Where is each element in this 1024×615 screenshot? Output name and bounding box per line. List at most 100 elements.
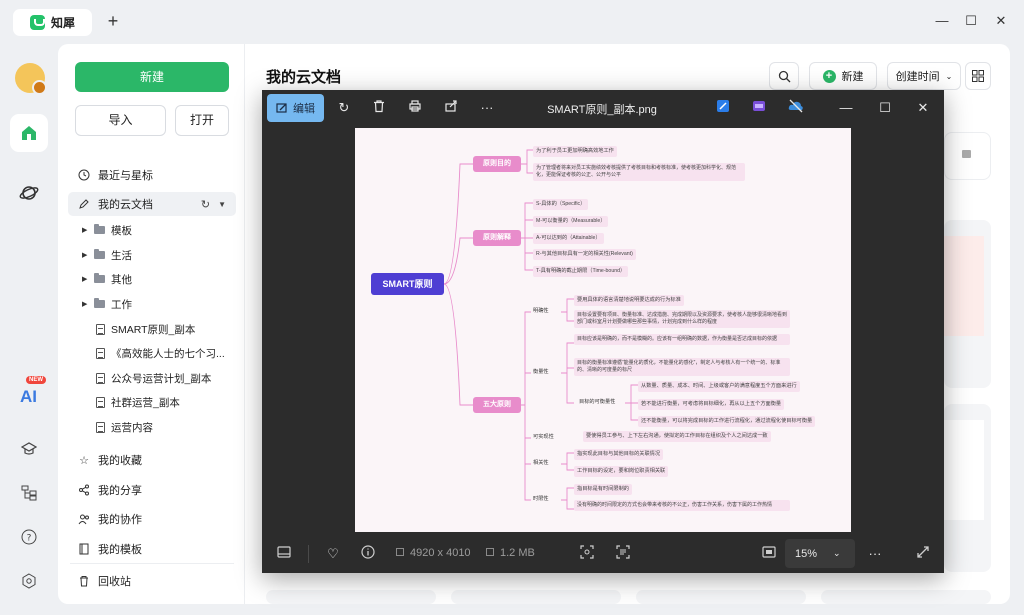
mindmap-leaf-node[interactable]: 目标应该是明确的，而不是模糊的。应该有一组明确的数据，作为衡量是否达成目标的依据 xyxy=(574,334,790,345)
nav-trash[interactable]: 回收站 xyxy=(68,569,236,593)
doc-card[interactable] xyxy=(944,132,991,180)
filmstrip-icon[interactable] xyxy=(275,545,293,563)
file-item[interactable]: 运营内容 xyxy=(96,416,246,438)
file-label: 运营内容 xyxy=(111,421,153,434)
mindmap-leaf-node[interactable]: M-可以衡量的（Measurable） xyxy=(533,216,609,227)
file-item[interactable]: 社群运营_副本 xyxy=(96,391,246,413)
mindmap-leaf-node[interactable]: 为了利于员工更加明确高效地工作 xyxy=(533,146,617,157)
nav-recent[interactable]: 最近与星标 xyxy=(68,163,236,187)
nav-templates[interactable]: 我的模板 xyxy=(68,537,236,561)
mindmap-leaf-node[interactable]: 要用具体的语言清楚地说明要达成的行为标准 xyxy=(574,295,684,306)
mindmap-leaf-node[interactable]: 没有明确的时间限定的方式也会带来考核的不公正，伤害工作关系，伤害下属的工作热情 xyxy=(574,500,790,511)
mindmap-branch-node[interactable]: 五大原则 xyxy=(473,397,521,413)
crop-icon[interactable] xyxy=(578,545,596,563)
sort-dropdown[interactable]: 创建时间 ⌄ xyxy=(887,62,961,90)
folder-item[interactable]: ▶工作 xyxy=(82,293,232,315)
file-item[interactable]: 《高效能人士的七个习... xyxy=(96,342,246,364)
mindmap-sub-node[interactable]: 明确性 xyxy=(533,308,549,314)
clipchamp-icon[interactable] xyxy=(750,99,768,117)
share-icon[interactable] xyxy=(442,99,460,117)
more-options-icon[interactable]: ··· xyxy=(480,100,494,115)
dimensions-icon xyxy=(396,548,404,556)
mindmap-leaf-node[interactable]: 为了管理者将来对员工实施绩效考核提供了考核目标和考核标准，使考核更加科学化、规范… xyxy=(533,163,745,181)
new-button[interactable]: 新建 xyxy=(75,62,229,92)
folder-item[interactable]: ▶其他 xyxy=(82,268,232,290)
search-button[interactable] xyxy=(769,62,799,90)
folder-item[interactable]: ▶模板 xyxy=(82,219,232,241)
mindmap-leaf-node[interactable]: A-可以达到的（Attainable） xyxy=(533,233,604,244)
print-icon[interactable] xyxy=(406,99,424,117)
close-button[interactable]: ✕ xyxy=(995,13,1007,28)
doc-card[interactable] xyxy=(266,590,436,604)
viewer-close-button[interactable]: ✕ xyxy=(917,100,929,115)
mindmap-leaf-node[interactable]: 目标的衡量标准遵循“能量化的质化，不能量化的感化”，制定人与考核人有一个统一的、… xyxy=(574,358,790,376)
help-icon[interactable]: ? xyxy=(10,518,48,556)
mindmap-sub-node[interactable]: 衡量性 xyxy=(533,369,549,375)
doc-card[interactable] xyxy=(821,590,991,604)
header-new-button[interactable]: + 新建 xyxy=(809,62,877,90)
mindmap-sub-node[interactable]: 相关性 xyxy=(533,460,549,466)
maximize-button[interactable]: ☐ xyxy=(965,13,977,28)
heart-icon[interactable]: ♡ xyxy=(327,546,339,561)
refresh-icon[interactable]: ↻ xyxy=(200,198,211,211)
file-item[interactable]: SMART原则_副本 xyxy=(96,318,246,340)
minimize-button[interactable]: — xyxy=(935,13,949,28)
mindmap-leaf-node[interactable]: 要使得员工参与、上下左右沟通，使拟定的工作目标在组织及个人之间达成一致 xyxy=(583,431,771,442)
user-avatar[interactable] xyxy=(15,63,47,95)
mindmap-branch-node[interactable]: 原则解释 xyxy=(473,230,521,246)
mindmap-leaf-node[interactable]: S-具体的（Specific） xyxy=(533,199,589,210)
mindmap-branch-node[interactable]: 原则目的 xyxy=(473,156,521,172)
chevron-down-icon[interactable]: ▼ xyxy=(218,199,226,209)
mindmap-leaf-node[interactable]: 若不能进行衡量，可考虑将目标细化，再从以上五个方面衡量 xyxy=(638,399,785,410)
fullscreen-icon[interactable] xyxy=(914,545,932,563)
zoom-dropdown[interactable]: 15% ⌄ xyxy=(785,539,855,568)
mindmap-root-node[interactable]: SMART原则 xyxy=(371,273,444,295)
mindmap-leaf-node[interactable]: 目标设置要有项目、衡量标准、达成措施、完成期限以及资源要求，使考核人能够很清晰地… xyxy=(574,310,790,328)
ai-button[interactable]: NEW AI xyxy=(18,376,48,410)
lock-icon xyxy=(962,150,971,158)
image-canvas[interactable]: SMART原则 原则目的 为了利于员工更加明确高效地工作 为了管理者将来对员工实… xyxy=(355,128,851,532)
viewer-minimize-button[interactable]: — xyxy=(839,100,853,115)
more-options-icon[interactable]: ··· xyxy=(868,546,882,561)
planet-icon[interactable] xyxy=(10,174,48,212)
edit-button[interactable]: 编辑 xyxy=(267,94,324,122)
onedrive-off-icon[interactable] xyxy=(787,99,805,117)
mindmap-leaf-node[interactable]: 工作目标的设定，要和岗位职责相关联 xyxy=(574,466,669,477)
mindmap-leaf-node[interactable]: T-具有明确的截止期限（Time-bound） xyxy=(533,266,629,277)
rotate-icon[interactable]: ↻ xyxy=(338,100,350,115)
doc-card[interactable] xyxy=(944,220,991,388)
new-tab-button[interactable]: + xyxy=(107,11,119,31)
mindmap-sub-node[interactable]: 时限性 xyxy=(533,496,549,502)
mindmap-sub-node[interactable]: 可实现性 xyxy=(533,434,554,440)
fit-screen-icon[interactable] xyxy=(760,545,778,563)
info-icon[interactable] xyxy=(359,545,377,563)
grid-view-button[interactable] xyxy=(965,62,991,90)
home-icon[interactable] xyxy=(10,114,48,152)
mindmap-leaf-node[interactable]: R-与其他目标具有一定的相关性(Relevant) xyxy=(533,249,636,260)
mindmap-leaf-node[interactable]: 从数量、质量、成本、时间、上级或客户的满意程度五个方面来进行 xyxy=(638,381,800,392)
mindmap-leaf-node[interactable]: 指实现此目标与其他目标的关联情况 xyxy=(574,449,664,460)
import-button[interactable]: 导入 xyxy=(75,105,166,136)
doc-card[interactable] xyxy=(636,590,806,604)
app-tab[interactable]: 知犀 xyxy=(13,9,92,36)
doc-card[interactable] xyxy=(944,404,991,572)
mindmap-leaf-node[interactable]: 还不能衡量，可以将完成目标的工作进行流程化，通过流程化使目标可衡量 xyxy=(638,416,816,427)
open-button[interactable]: 打开 xyxy=(175,105,229,136)
structure-icon[interactable] xyxy=(10,474,48,512)
file-item[interactable]: 公众号运营计划_副本 xyxy=(96,367,246,389)
folder-item[interactable]: ▶生活 xyxy=(82,244,232,266)
mindmap-sub-node[interactable]: 目标的可衡量性 xyxy=(579,399,616,405)
nav-collab[interactable]: 我的协作 xyxy=(68,507,236,531)
plus-icon: + xyxy=(822,69,836,83)
delete-icon[interactable] xyxy=(370,99,388,117)
nav-favorites[interactable]: ☆ 我的收藏 xyxy=(68,448,236,472)
viewer-maximize-button[interactable]: ☐ xyxy=(879,100,891,115)
paint-icon[interactable] xyxy=(714,99,732,117)
text-scan-icon[interactable] xyxy=(614,545,632,563)
graduation-cap-icon[interactable] xyxy=(10,430,48,468)
mindmap-leaf-node[interactable]: 指目标是有时间限制的 xyxy=(574,484,632,495)
nav-shares[interactable]: 我的分享 xyxy=(68,478,236,502)
nav-cloud-docs[interactable]: 我的云文档 ↻ ▼ xyxy=(68,192,236,216)
doc-card[interactable] xyxy=(451,590,621,604)
settings-icon[interactable] xyxy=(10,562,48,600)
